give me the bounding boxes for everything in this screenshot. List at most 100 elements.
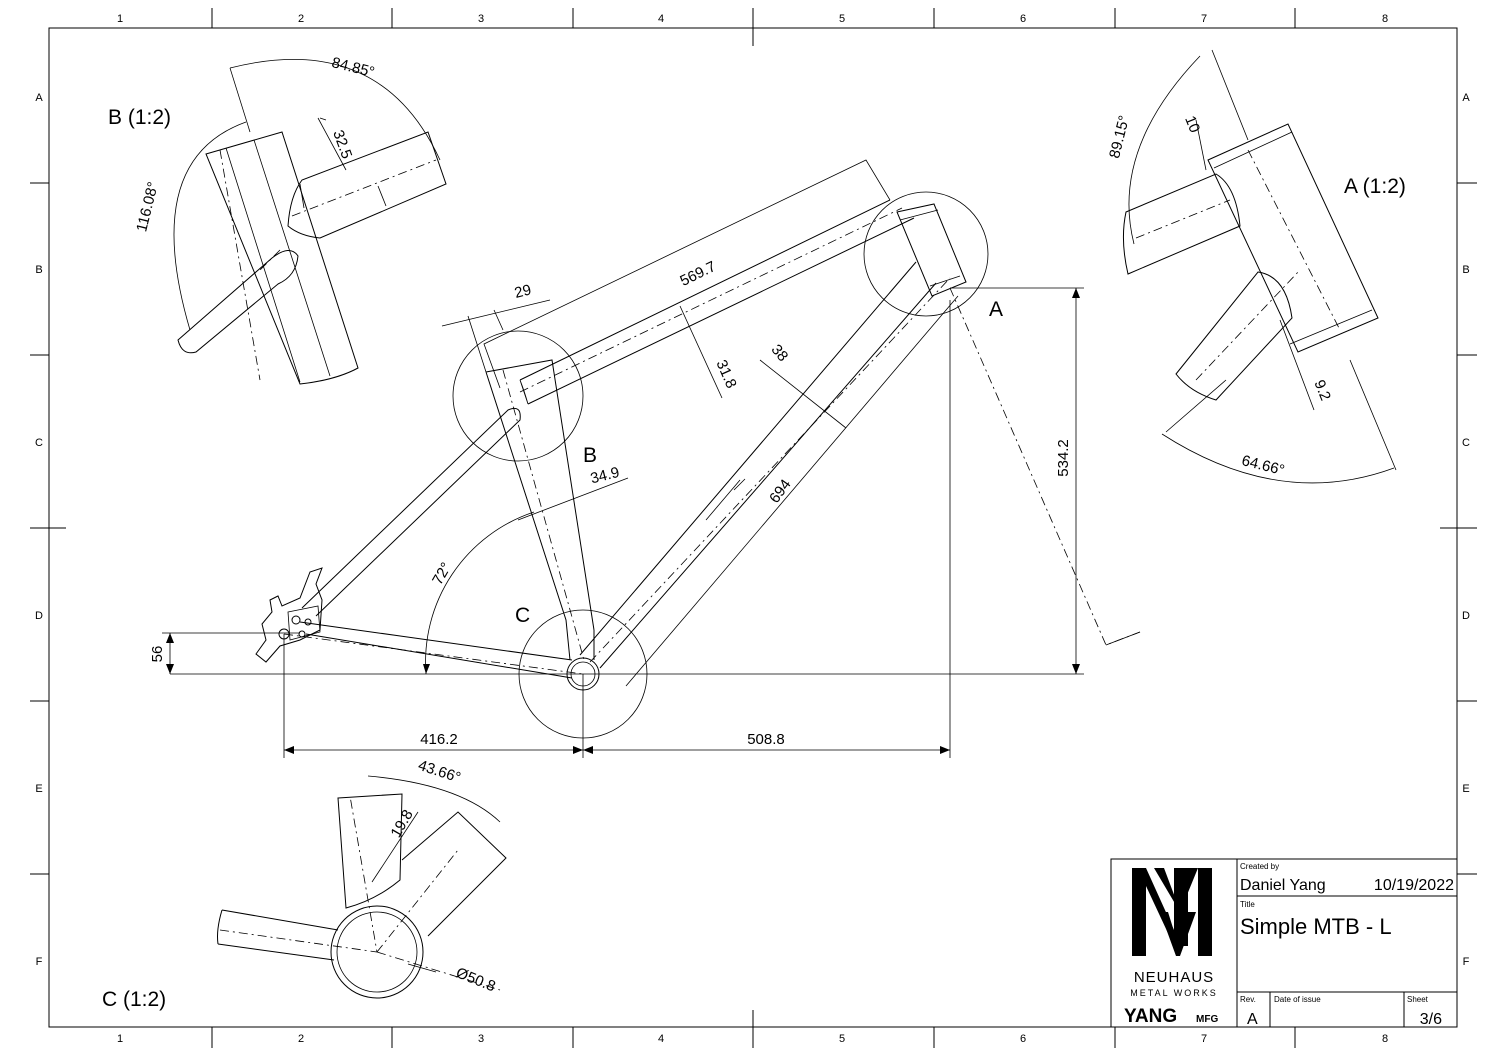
col-label: 7 [1201, 13, 1207, 25]
seat-tube-centerline [502, 369, 585, 661]
drawing-title: Simple MTB - L [1240, 914, 1392, 939]
down-tube [579, 261, 937, 669]
sheet-value: 3/6 [1420, 1011, 1442, 1028]
company-sub: METAL WORKS [1130, 988, 1218, 998]
grid-ticks [30, 8, 1477, 1048]
detail-c-down-tube [401, 811, 507, 937]
col-label: 4 [658, 13, 664, 25]
detail-b-view [173, 59, 447, 385]
col-label: 5 [839, 13, 845, 25]
company-name: NEUHAUS [1134, 969, 1214, 986]
dim-c-offset: 19.8 [387, 807, 416, 841]
dim-seat-tube-top: 29 [513, 281, 533, 302]
sheet-label: Sheet [1407, 995, 1429, 1004]
dim-seat-angle: 72° [429, 560, 455, 588]
dropout [255, 567, 323, 663]
dim-top-tube: 569.7 [677, 258, 718, 290]
detail-c-label: C (1:2) [102, 988, 166, 1011]
detail-circle-a [863, 191, 989, 317]
row-label: A [1462, 92, 1470, 104]
dim-seat-tube-dia: 34.9 [589, 464, 621, 488]
callout-b: B [583, 444, 597, 467]
dim-bb-drop: 56 [149, 646, 166, 663]
row-label: D [35, 610, 43, 622]
created-by: Daniel Yang [1240, 877, 1326, 894]
down-tube-centerline [589, 277, 951, 663]
row-label: E [35, 783, 42, 795]
top-tube-centerline [519, 207, 903, 393]
col-label: 1 [117, 1033, 123, 1045]
dim-down-tube: 694 [766, 476, 794, 506]
callout-c: C [515, 604, 530, 627]
detail-a-down-tube [1175, 271, 1293, 401]
detail-c-view [217, 775, 507, 999]
dim-b-offset: 32.5 [329, 128, 355, 161]
head-tube [896, 203, 967, 297]
dim-a-angle-bottom: 64.66° [1240, 452, 1286, 479]
detail-b-seat-tube [205, 131, 359, 385]
detail-a-top-tube [1122, 173, 1241, 275]
col-label: 6 [1020, 13, 1026, 25]
dim-reach: 508.8 [747, 731, 785, 748]
col-label: 8 [1382, 1033, 1388, 1045]
dim-b-angle-left: 116.08° [133, 180, 162, 233]
row-label: B [1462, 264, 1469, 276]
detail-c-bb-inner [336, 911, 418, 993]
callout-a: A [989, 298, 1003, 321]
col-label: 1 [117, 13, 123, 25]
column-labels-bottom: 1 2 3 4 5 6 7 8 [117, 1033, 1388, 1045]
row-label: E [1462, 783, 1469, 795]
detail-b-top-tube [287, 131, 447, 239]
col-label: 3 [478, 1033, 484, 1045]
dim-a-angle-top: 89.15° [1106, 114, 1133, 160]
title-label: Title [1240, 900, 1255, 909]
row-label: F [36, 956, 43, 968]
created-by-label: Created by [1240, 862, 1279, 871]
title-block: NEUHAUS METAL WORKS YANG MFG Created by … [1110, 858, 1458, 1028]
col-label: 2 [298, 13, 304, 25]
col-label: 2 [298, 1033, 304, 1045]
detail-circle-b [452, 330, 584, 462]
row-labels-left: A B C D E F [35, 92, 43, 968]
row-label: A [35, 92, 43, 104]
row-label: C [1462, 437, 1470, 449]
detail-b-seat-stay [177, 250, 299, 354]
dim-chainstay: 416.2 [420, 731, 458, 748]
detail-c-bb-outer [330, 905, 424, 999]
col-label: 3 [478, 13, 484, 25]
col-label: 5 [839, 1033, 845, 1045]
created-date: 10/19/2022 [1374, 877, 1454, 894]
chain-stay [299, 621, 573, 679]
row-label: C [35, 437, 43, 449]
dim-c-angle: 43.66° [416, 757, 463, 787]
col-label: 8 [1382, 13, 1388, 25]
col-label: 4 [658, 1033, 664, 1045]
neuhaus-logo [1132, 868, 1212, 956]
rev-value: A [1247, 1011, 1258, 1028]
dim-height: 534.2 [1055, 439, 1072, 477]
main-frame-view [162, 159, 1141, 758]
date-issue-label: Date of issue [1274, 995, 1321, 1004]
row-label: B [35, 264, 42, 276]
dim-b-angle-top: 84.85° [330, 54, 376, 81]
dim-c-bb-dia: Ø50.8 [454, 964, 498, 995]
detail-c-seat-tube [337, 793, 403, 909]
col-label: 6 [1020, 1033, 1026, 1045]
detail-b-label: B (1:2) [108, 106, 171, 129]
detail-a-view [1122, 49, 1397, 484]
row-labels-right: A B C D E F [1462, 92, 1470, 968]
dim-down-tube-dia: 38 [768, 341, 792, 365]
detail-a-head-tube [1207, 123, 1379, 353]
detail-a-label: A (1:2) [1344, 175, 1406, 198]
detail-c-chain-stay [217, 909, 339, 961]
column-labels-top: 1 2 3 4 5 6 7 8 [117, 13, 1388, 25]
rev-label: Rev. [1240, 995, 1256, 1004]
row-label: D [1462, 610, 1470, 622]
dim-a-offset-top: 10 [1181, 113, 1203, 135]
maker-name: YANG [1124, 1006, 1177, 1027]
seat-tube [485, 359, 595, 661]
row-label: F [1463, 956, 1470, 968]
col-label: 7 [1201, 1033, 1207, 1045]
